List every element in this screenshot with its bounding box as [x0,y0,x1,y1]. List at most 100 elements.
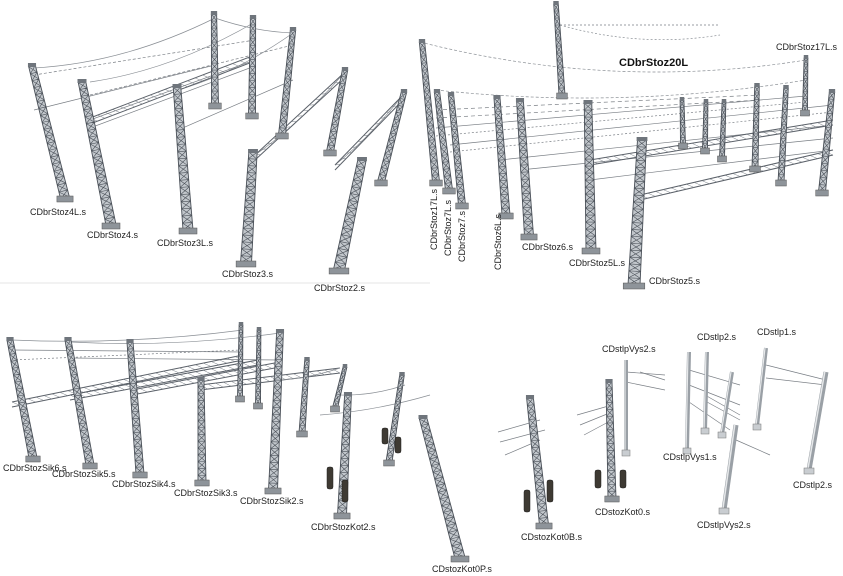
mast-bl-back-5 [383,372,405,467]
mast-base [498,212,514,220]
mast-tr-20L [553,1,568,100]
catenary-wire [559,24,721,41]
mast-base [455,202,469,210]
label-br-lp2-bottom: CDstlp2.s [793,480,833,490]
pole-base [621,449,631,457]
mast-cap [249,15,257,19]
wire [89,65,256,129]
wire [89,44,294,96]
mast-tr-back-6 [815,89,836,197]
wire [435,94,761,111]
label-tr-5L: CDbrStoz5L.s [569,258,626,268]
mast-cap [304,357,310,361]
label-tr-7-vertical: CDbrStoz7.s [457,210,467,262]
mast-base [296,430,308,438]
pole-br-vys2-bottom [718,424,739,515]
mast-tr-17L [418,39,443,187]
mast-tl-3 [235,149,258,268]
mast-tr-back-2 [700,99,710,155]
mast-tr-back-4 [749,83,761,173]
mast-base [700,147,710,155]
mast-cap [275,329,285,333]
mast-cap [172,84,182,88]
mast-cap [210,11,218,15]
wire [435,101,807,137]
insulator-weight [381,427,389,445]
wire [688,384,741,406]
mast-base [622,282,646,290]
portal-beam [639,149,834,201]
mast-cap [343,392,353,396]
mast-cap [553,1,559,5]
mast-cap [399,372,405,376]
mast-base [245,112,259,120]
label-bl-kot0p: CDstozKot0P.s [432,564,492,574]
mast-base [383,459,395,467]
mast-cap [828,89,836,93]
mast-tr-back-5 [775,85,789,187]
mast-cap [27,63,37,67]
mast-cap [418,415,428,419]
insulator-weight [546,479,554,503]
pole-br-vys2-top [621,360,631,457]
mast-br-kot0 [604,379,620,503]
label-tr-7L-vertical: CDbrStoz7L.s [443,199,453,256]
mast-cap [197,377,205,381]
wire [177,79,294,131]
wire [449,104,834,146]
portal-beam [89,54,256,125]
label-tr-6: CDbrStoz6.s [522,242,574,252]
catenary-wire [33,17,216,69]
mast-base [581,247,601,255]
insulator-weight [594,469,602,489]
label-bl-sik4: CDbrStozSik4.s [112,479,176,489]
wire [625,381,666,391]
mast-base [450,555,470,563]
label-bl-kot2: CDbrStozKot2.s [311,522,376,532]
mast-base [749,165,761,173]
mast-cap [803,55,809,59]
wire [589,149,834,181]
mast-base [328,267,350,275]
catenary-wire [435,79,807,99]
mast-base [800,109,810,117]
pole-base [717,431,727,439]
label-br-lp1: CDstlp1.s [757,327,797,337]
mast-base [333,512,351,520]
mast-cap [418,39,426,43]
mast-cap [703,99,709,103]
label-bl-sik3: CDbrStozSik3.s [174,488,238,498]
pole-br-lp2-bottom [803,371,829,475]
portal-beam [199,367,341,391]
mast-base [178,227,198,235]
portal-beam [11,354,244,408]
mast-base [56,195,74,203]
mast-tl-3L [172,84,198,235]
mast-cap [754,83,760,87]
mast-cap [248,149,258,153]
catenary-wire [334,94,404,166]
pole-base [803,467,815,475]
label-tr-17L-top: CDbrStoz17L.s [776,42,838,52]
mast-base [82,462,98,470]
mast-tr-back-3 [717,99,727,163]
mast-base [194,479,210,487]
mast-tr-7L [433,89,456,195]
pole-br-lp2 [700,351,710,435]
mast-cap [447,92,455,96]
insulator-weight [341,479,349,503]
mast-base [815,189,829,197]
mast-base [520,233,538,241]
label-tl-3L: CDbrStoz3L.s [157,238,214,248]
mast-base [374,179,388,187]
mast-bl-sik2 [264,329,285,495]
pole-br-vys1 [717,371,734,439]
portal-beam [69,359,259,401]
label-bl-sik5: CDbrStozSik5.s [52,469,116,479]
mast-bl-sik4 [126,339,148,479]
insulator-weight [326,466,334,490]
insulator-weight [619,469,627,489]
mast-base [275,132,289,140]
